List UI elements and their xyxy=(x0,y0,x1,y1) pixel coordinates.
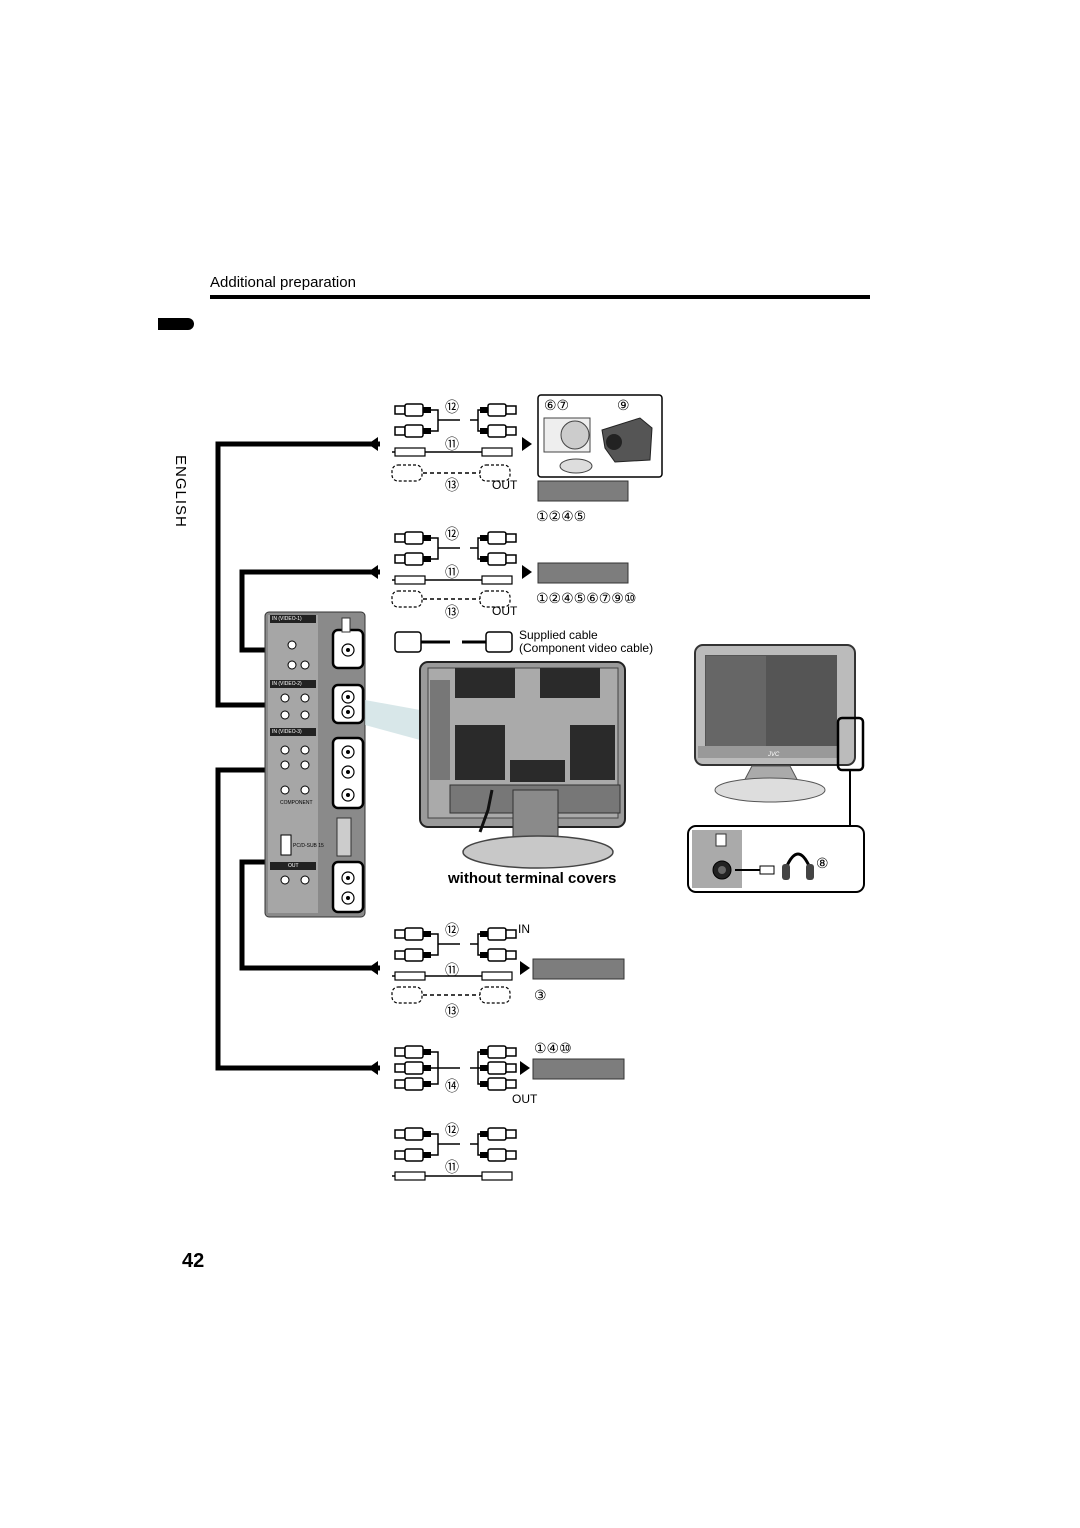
headphone-inset xyxy=(687,825,865,893)
device-box-camcorder-game xyxy=(537,394,663,478)
ref-13-c: ⑬ xyxy=(445,1003,459,1019)
device-box-c xyxy=(532,958,625,980)
header-rule xyxy=(210,295,870,299)
in-label: IN xyxy=(518,922,530,936)
ref-headphones: ⑧ xyxy=(816,855,829,871)
panel-label-video2: IN (VIDEO-2) xyxy=(272,681,302,687)
ref-seq-a: ①②④⑤ xyxy=(536,508,587,524)
ref-device-left: ⑥⑦ xyxy=(544,397,570,413)
panel-label-video1: IN (VIDEO-1) xyxy=(272,616,302,622)
device-box-a xyxy=(537,480,629,502)
page-number: 42 xyxy=(182,1250,205,1272)
device-box-b xyxy=(537,562,629,584)
section-title: Additional preparation xyxy=(210,274,356,291)
ref-seq-b: ①②④⑤⑥⑦⑨⑩ xyxy=(536,590,637,606)
tv-brand-logo: JVC xyxy=(768,752,780,758)
out-label-d: OUT xyxy=(512,1092,538,1106)
panel-label-out: OUT xyxy=(288,863,299,869)
ref-13-b: ⑬ xyxy=(445,604,459,620)
panel-label-video3: IN (VIDEO-3) xyxy=(272,729,302,735)
cable-group-b xyxy=(391,531,517,653)
language-label: ENGLISH xyxy=(172,455,189,528)
ref-12-e: ⑫ xyxy=(445,1122,459,1138)
ref-14: ⑭ xyxy=(445,1078,459,1094)
ref-13-a: ⑬ xyxy=(445,477,459,493)
ref-11-c: ⑪ xyxy=(445,962,459,978)
ref-3: ③ xyxy=(534,987,547,1003)
terminal-panel xyxy=(264,611,366,918)
ref-11-a: ⑪ xyxy=(445,436,459,452)
out-label-a: OUT xyxy=(492,478,518,492)
ref-12-b: ⑫ xyxy=(445,526,459,542)
ref-seq-d: ①④⑩ xyxy=(534,1040,572,1056)
device-box-d xyxy=(532,1058,625,1080)
without-covers-label: without terminal covers xyxy=(448,870,617,887)
ref-12-c: ⑫ xyxy=(445,922,459,938)
tv-rear-view xyxy=(419,661,626,869)
language-tab-marker xyxy=(158,318,194,330)
ref-12-a: ⑫ xyxy=(445,399,459,415)
cable-group-d xyxy=(394,1045,517,1091)
cable-group-a xyxy=(391,403,517,482)
cable-group-e xyxy=(392,1127,517,1181)
panel-label-component: COMPONENT xyxy=(280,800,313,806)
ref-device-right: ⑨ xyxy=(617,397,630,413)
ref-11-e: ⑪ xyxy=(445,1159,459,1175)
ref-11-b: ⑪ xyxy=(445,564,459,580)
component-cable-label: (Component video cable) xyxy=(519,641,654,655)
tv-front-view xyxy=(694,644,865,827)
panel-label-pc: PC/D-SUB 15 xyxy=(293,843,324,849)
zoom-indicator xyxy=(365,700,420,740)
cable-group-c xyxy=(391,927,517,1004)
out-label-b: OUT xyxy=(492,604,518,618)
supplied-cable-label: Supplied cable xyxy=(519,628,598,642)
